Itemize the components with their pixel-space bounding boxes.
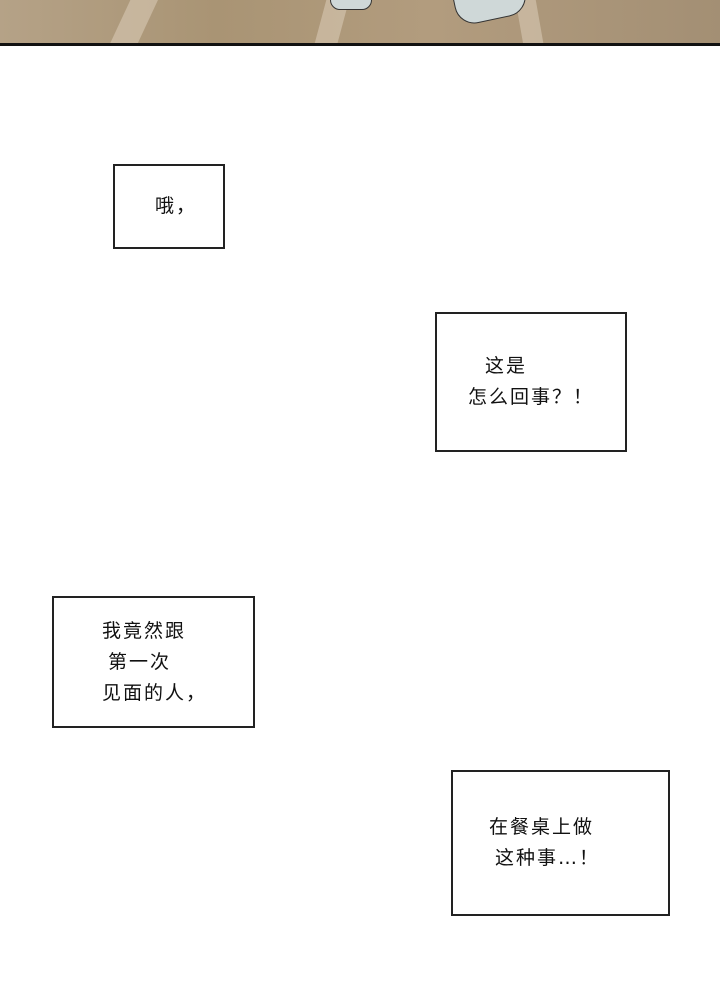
comic-panel-top xyxy=(0,0,720,46)
speech-text: 怎么回事？！ xyxy=(467,386,594,408)
silver-object xyxy=(330,0,372,10)
speech-text: 我竟然跟 xyxy=(102,619,187,642)
speech-text: 这是 xyxy=(484,355,527,377)
speech-text: 见面的人， xyxy=(102,681,208,704)
speech-box-3: 我竟然跟 第一次 见面的人， xyxy=(52,596,255,728)
speech-box-4: 在餐桌上做 这种事…！ xyxy=(451,770,670,916)
speech-text: 这种事…！ xyxy=(495,847,601,869)
speech-text: 哦， xyxy=(155,195,198,217)
speech-text: 在餐桌上做 xyxy=(489,816,595,838)
background-streak xyxy=(106,0,159,43)
speech-text: 第一次 xyxy=(108,650,172,673)
speech-box-1: 哦， xyxy=(113,164,225,249)
speech-box-2: 这是 怎么回事？！ xyxy=(435,312,627,452)
